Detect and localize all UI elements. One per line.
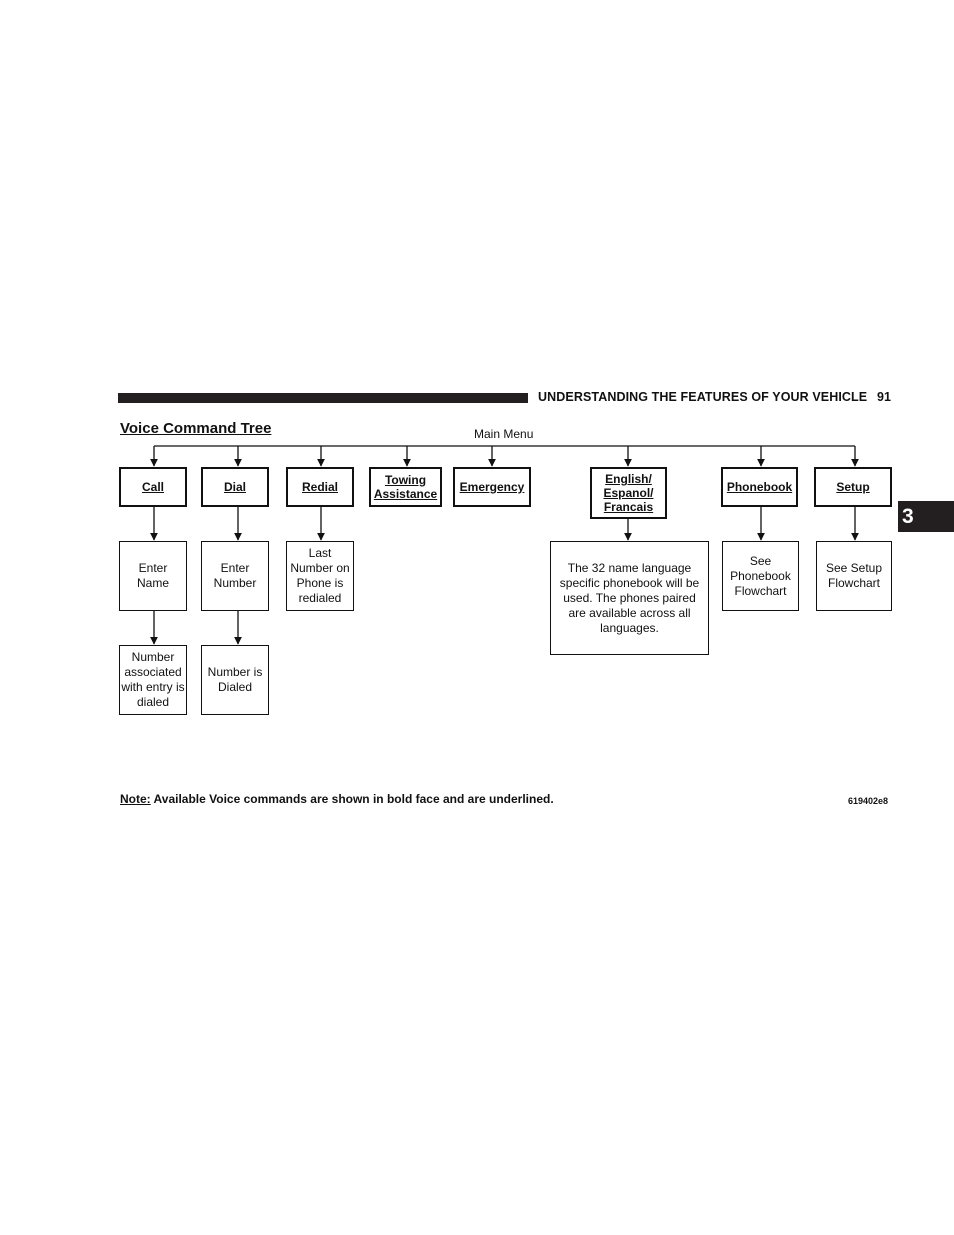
language-info-box: The 32 name language specific phonebook … bbox=[550, 541, 709, 655]
number-dialed-box: Number is Dialed bbox=[201, 645, 269, 715]
footnote: Note: Available Voice commands are shown… bbox=[120, 792, 554, 806]
enter-name-box: Enter Name bbox=[119, 541, 187, 611]
emergency-command-box: Emergency bbox=[453, 467, 531, 507]
note-label: Note: bbox=[120, 792, 151, 806]
language-command-box: English/ Espanol/ Francais bbox=[590, 467, 667, 519]
chapter-tab: 3 bbox=[898, 501, 954, 532]
setup-command-box: Setup bbox=[814, 467, 892, 507]
dial-command-box: Dial bbox=[201, 467, 269, 507]
figure-code: 619402e8 bbox=[848, 796, 889, 806]
enter-number-box: Enter Number bbox=[201, 541, 269, 611]
diagram-title: Voice Command Tree bbox=[120, 420, 272, 437]
section-title: UNDERSTANDING THE FEATURES OF YOUR VEHIC… bbox=[538, 390, 868, 404]
page-number: 91 bbox=[877, 390, 891, 404]
call-command-box: Call bbox=[119, 467, 187, 507]
phonebook-command-box: Phonebook bbox=[721, 467, 798, 507]
number-associated-box: Number associated with entry is dialed bbox=[119, 645, 187, 715]
see-setup-box: See Setup Flowchart bbox=[816, 541, 892, 611]
header-bar bbox=[118, 393, 528, 403]
last-number-box: Last Number on Phone is redialed bbox=[286, 541, 354, 611]
main-menu-label: Main Menu bbox=[474, 427, 534, 441]
redial-command-box: Redial bbox=[286, 467, 354, 507]
see-phonebook-box: See Phonebook Flowchart bbox=[722, 541, 799, 611]
towing-assistance-command-box: Towing Assistance bbox=[369, 467, 442, 507]
note-text: Available Voice commands are shown in bo… bbox=[150, 792, 554, 806]
